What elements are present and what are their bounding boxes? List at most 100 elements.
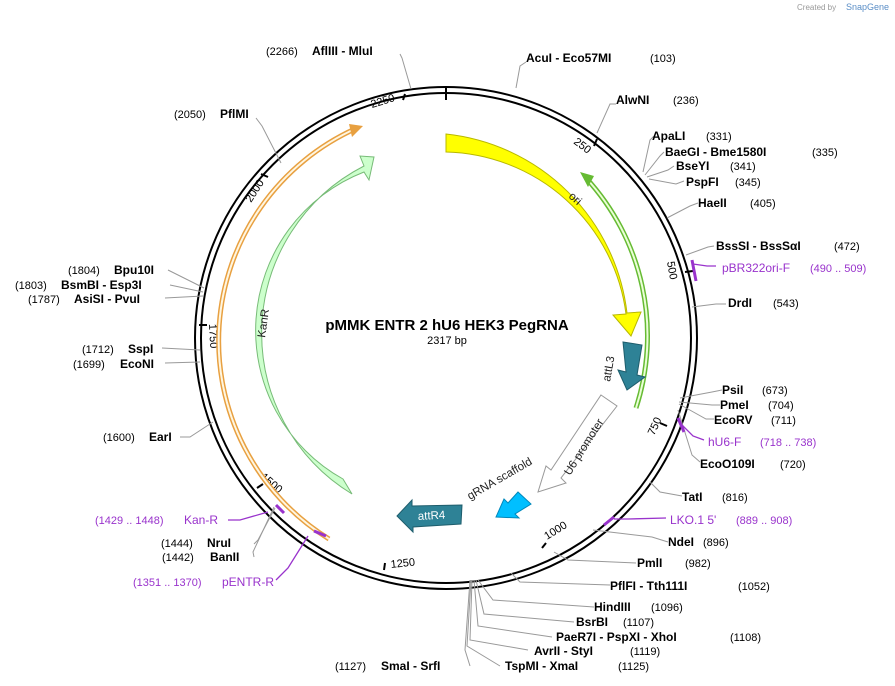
enzyme-leaders [161, 53, 726, 667]
svg-text:pENTR-R: pENTR-R [222, 575, 274, 589]
svg-text:BssSI - BssSαI: BssSI - BssSαI [716, 239, 801, 253]
svg-text:(345): (345) [735, 177, 761, 189]
svg-text:AlwNI: AlwNI [616, 93, 649, 107]
svg-text:(896): (896) [703, 537, 729, 549]
svg-text:(1787): (1787) [28, 294, 60, 306]
tick-label-500: 500 [664, 260, 679, 280]
svg-text:AcuI - Eco57MI: AcuI - Eco57MI [526, 51, 611, 65]
enzyme-label-haeii: HaeII (405) [698, 196, 776, 210]
svg-text:(673): (673) [762, 385, 788, 397]
svg-text:(1108): (1108) [730, 632, 761, 644]
svg-text:(335): (335) [812, 147, 838, 159]
grna-scaffold-label: gRNA scaffold [466, 456, 535, 503]
enzyme-label-bsrbi: BsrBI (1107) [576, 615, 654, 629]
svg-text:(1125): (1125) [618, 661, 649, 673]
svg-text:(1442): (1442) [162, 552, 194, 564]
ori-feature-arrow [445, 133, 642, 337]
svg-text:(2266): (2266) [266, 46, 298, 58]
svg-text:EarI: EarI [149, 430, 172, 444]
svg-text:SspI: SspI [128, 342, 153, 356]
svg-text:BsmBI - Esp3I: BsmBI - Esp3I [61, 278, 142, 292]
svg-text:ApaLI: ApaLI [652, 129, 685, 143]
svg-text:BseYI: BseYI [676, 159, 709, 173]
svg-text:EcoRV: EcoRV [714, 413, 752, 427]
enzyme-label-bsmbi: (1803) BsmBI - Esp3I [15, 278, 142, 292]
enzyme-label-sspi: (1712) SspI [82, 342, 153, 356]
svg-text:PspFI: PspFI [686, 175, 719, 189]
tick-label-2250: 2250 [369, 92, 396, 111]
svg-text:BsrBI: BsrBI [576, 615, 608, 629]
svg-text:SmaI - SrfI: SmaI - SrfI [381, 659, 440, 673]
enzyme-label-apali: ApaLI (331) [652, 129, 732, 143]
tick-label-1250: 1250 [390, 556, 416, 570]
enzyme-label-smai: (1127) SmaI - SrfI [335, 659, 440, 673]
tick-label-1750: 1750 [206, 324, 219, 349]
enzyme-label-hindiii: HindIII (1096) [594, 600, 683, 614]
svg-text:EcoNI: EcoNI [120, 357, 154, 371]
primer-label-hu6f: hU6-F (718 .. 738) [708, 435, 816, 449]
credit-brand: SnapGene [846, 2, 889, 12]
enzyme-label-asisi: (1787) AsiSI - PvuI [28, 292, 140, 306]
enzyme-label-paer7i: PaeR7I - PspXI - XhoI (1108) [556, 630, 761, 644]
enzyme-label-tati: TatI (816) [682, 490, 748, 504]
svg-text:(472): (472) [834, 241, 860, 253]
enzyme-label-bseyi: BseYI (341) [676, 159, 756, 173]
tick-label-1000: 1000 [542, 519, 569, 542]
svg-text:(816): (816) [722, 492, 748, 504]
attr4-label: attR4 [418, 510, 447, 523]
enzyme-label-ndei: NdeI (896) [668, 535, 729, 549]
svg-text:(1600): (1600) [103, 432, 135, 444]
svg-text:(490 .. 509): (490 .. 509) [810, 263, 866, 275]
svg-text:LKO.1 5': LKO.1 5' [670, 513, 716, 527]
enzyme-label-ecoo109i: EcoO109I (720) [700, 457, 806, 471]
attr4-feature-arrow [396, 498, 463, 534]
attl3-feature-arrow [617, 341, 647, 391]
svg-text:(331): (331) [706, 131, 732, 143]
primer-label-lko15: LKO.1 5' (889 .. 908) [670, 513, 792, 527]
primer-label-pbr322ori: pBR322ori-F (490 .. 509) [722, 261, 866, 275]
enzyme-label-pflfi: PflFI - Tth111I (1052) [610, 579, 770, 593]
u6-promoter-arrow [537, 394, 618, 493]
svg-text:(1351 .. 1370): (1351 .. 1370) [133, 577, 202, 589]
svg-text:(704): (704) [768, 400, 794, 412]
enzyme-label-pspfi: PspFI (345) [686, 175, 761, 189]
svg-text:(1107): (1107) [623, 617, 654, 629]
svg-text:(1119): (1119) [630, 646, 660, 658]
svg-text:PmlI: PmlI [637, 556, 662, 570]
svg-text:EcoO109I: EcoO109I [700, 457, 755, 471]
primer-label-penrtr: (1351 .. 1370) pENTR-R [133, 575, 274, 589]
svg-text:(236): (236) [673, 95, 699, 107]
enzyme-label-ecorv: EcoRV (711) [714, 413, 796, 427]
svg-text:(103): (103) [650, 53, 676, 65]
svg-text:PflMI: PflMI [220, 107, 249, 121]
enzyme-label-acui: AcuI - Eco57MI (103) [526, 51, 676, 65]
kanr-feature-arrow [255, 155, 375, 495]
svg-text:Kan-R: Kan-R [184, 513, 218, 527]
svg-text:(1096): (1096) [651, 602, 683, 614]
svg-text:Bpu10I: Bpu10I [114, 263, 154, 277]
svg-text:HaeII: HaeII [698, 196, 727, 210]
svg-text:DrdI: DrdI [728, 296, 752, 310]
enzyme-label-banii: (1442) BanII [162, 550, 239, 564]
svg-text:(1699): (1699) [73, 359, 105, 371]
svg-text:AsiSI - PvuI: AsiSI - PvuI [74, 292, 140, 306]
enzyme-label-alwni: AlwNI (236) [616, 93, 699, 107]
svg-text:(982): (982) [685, 558, 711, 570]
svg-text:PsiI: PsiI [722, 383, 743, 397]
credit-prefix: Created by [797, 3, 836, 12]
enzyme-label-psii: PsiI (673) [722, 383, 788, 397]
svg-text:(341): (341) [730, 161, 756, 173]
svg-text:(889 .. 908): (889 .. 908) [736, 515, 792, 527]
ori-outline-track [584, 176, 650, 409]
svg-text:(1444): (1444) [161, 538, 193, 550]
svg-text:(1712): (1712) [82, 344, 114, 356]
svg-text:TatI: TatI [682, 490, 702, 504]
svg-text:(2050): (2050) [174, 109, 206, 121]
svg-text:AflIII - MluI: AflIII - MluI [312, 44, 373, 58]
svg-text:BaeGI - Bme1580I: BaeGI - Bme1580I [665, 145, 766, 159]
grna-scaffold-arrow [495, 491, 532, 519]
enzyme-label-tspmi: TspMI - XmaI (1125) [505, 659, 649, 673]
kanr-outline-arrowhead [349, 124, 363, 137]
svg-text:(1429 .. 1448): (1429 .. 1448) [95, 515, 164, 527]
svg-text:NruI: NruI [207, 536, 231, 550]
